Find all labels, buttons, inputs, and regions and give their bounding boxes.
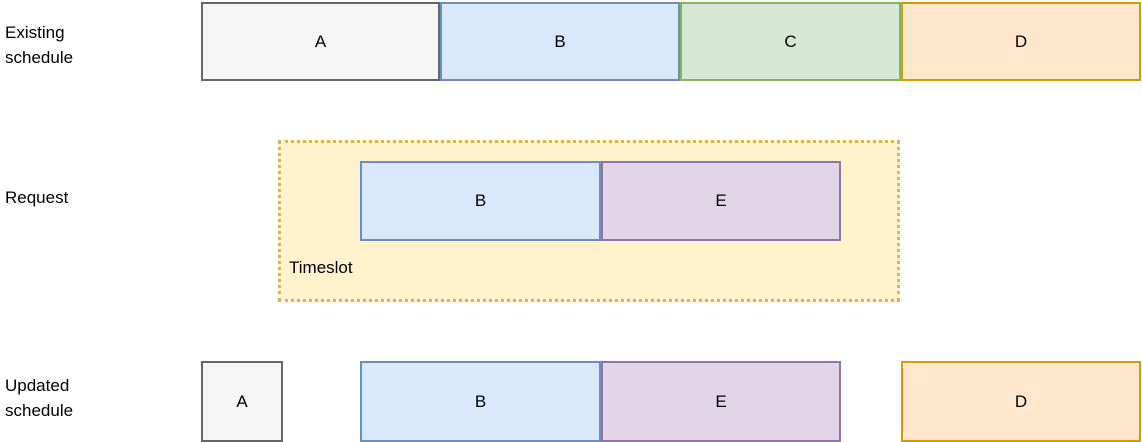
request-block-b-label: B: [474, 191, 487, 210]
updated-block-b[interactable]: B: [360, 361, 601, 442]
updated-block-a-label: A: [236, 391, 248, 411]
row-label-request: Request: [5, 188, 69, 207]
existing-block-b[interactable]: B: [440, 2, 680, 81]
row-label-updated-schedule: Updated schedule: [5, 376, 74, 420]
updated-block-e-label: E: [715, 391, 727, 411]
updated-block-b-label: B: [474, 391, 487, 411]
existing-block-d-label: D: [1014, 31, 1028, 51]
updated-block-e[interactable]: E: [601, 361, 841, 442]
updated-block-d-label: D: [1014, 391, 1028, 411]
existing-block-c-label: C: [784, 31, 797, 51]
existing-block-c[interactable]: C: [680, 2, 901, 81]
request-block-b[interactable]: B: [360, 161, 601, 241]
existing-block-a-label: A: [314, 31, 327, 51]
row-label-existing-schedule: Existing schedule: [5, 23, 74, 67]
existing-block-d[interactable]: D: [901, 2, 1141, 81]
existing-block-b-label: B: [554, 31, 566, 51]
existing-block-a[interactable]: A: [201, 2, 440, 81]
request-block-e-label: E: [715, 191, 727, 210]
updated-block-d[interactable]: D: [901, 361, 1141, 442]
request-block-e[interactable]: E: [601, 161, 841, 241]
timeslot-label: Timeslot: [289, 258, 353, 277]
updated-block-a[interactable]: A: [201, 361, 283, 442]
